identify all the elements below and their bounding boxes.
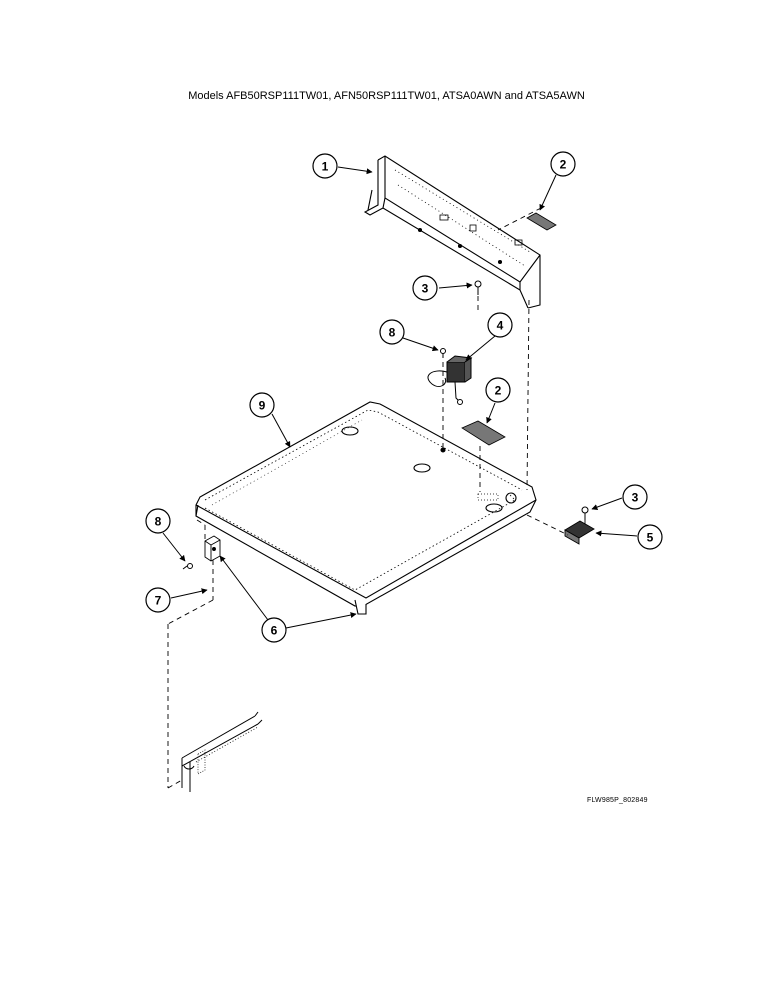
top-label — [461, 420, 506, 446]
leader-lines — [162, 166, 638, 629]
callout-8-left: 8 — [145, 508, 171, 534]
screw-8-left — [182, 563, 193, 570]
callouts: 1 2 3 8 4 2 9 3 — [145, 151, 663, 643]
cabinet-corner — [181, 711, 263, 792]
callout-5: 5 — [637, 524, 663, 550]
console-label — [526, 212, 557, 231]
svg-text:3: 3 — [422, 282, 429, 296]
callout-6: 6 — [261, 617, 287, 643]
lid-switch-assembly — [427, 355, 473, 405]
diagram-title: Models AFB50RSP111TW01, AFN50RSP111TW01,… — [188, 90, 585, 102]
screw-right — [581, 506, 589, 520]
svg-text:9: 9 — [259, 399, 266, 413]
svg-text:2: 2 — [495, 384, 502, 398]
screw-8-top — [440, 348, 446, 358]
svg-text:5: 5 — [647, 531, 654, 545]
callout-1: 1 — [312, 153, 338, 179]
callout-4: 4 — [487, 312, 513, 338]
hinge — [204, 535, 221, 562]
callout-2-top: 2 — [550, 151, 576, 177]
svg-text:8: 8 — [155, 515, 162, 529]
callout-9: 9 — [249, 392, 275, 418]
svg-text:3: 3 — [632, 491, 639, 505]
svg-text:4: 4 — [497, 319, 504, 333]
callout-2-middle: 2 — [485, 377, 511, 403]
svg-text:6: 6 — [271, 624, 278, 638]
screw-top — [474, 280, 482, 295]
svg-text:7: 7 — [155, 594, 162, 608]
console-back-panel — [363, 155, 541, 309]
top-panel — [195, 401, 537, 615]
svg-text:1: 1 — [322, 160, 329, 174]
svg-text:2: 2 — [560, 158, 567, 172]
svg-text:8: 8 — [389, 326, 396, 340]
callout-8-top: 8 — [379, 319, 405, 345]
assembly-guide-lines — [167, 207, 586, 789]
right-bracket — [564, 520, 595, 545]
callout-7: 7 — [145, 587, 171, 613]
callout-3-top: 3 — [412, 275, 438, 301]
drawing-code: FLW985P_802849 — [587, 797, 648, 804]
callout-3-right: 3 — [622, 484, 648, 510]
